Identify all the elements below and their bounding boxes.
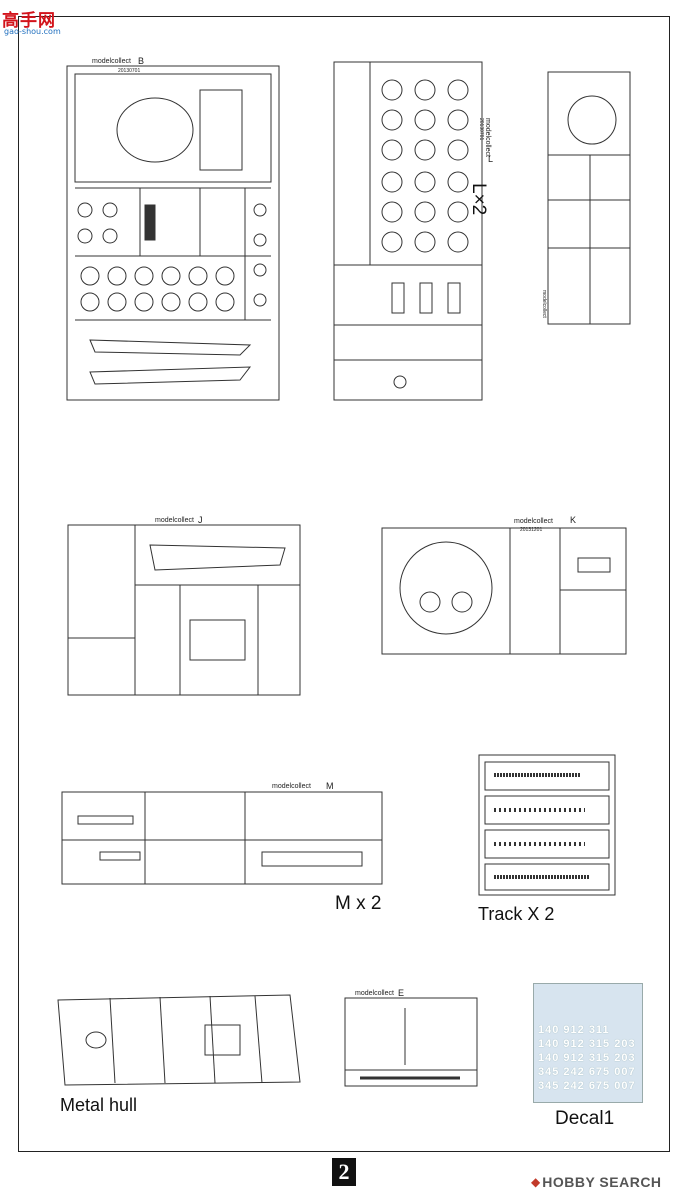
decal-row: 140 912 315 203 [538, 1052, 636, 1064]
sprue-k-letter: K [570, 515, 576, 525]
sprue-l-brand: modelcollect [484, 118, 491, 157]
sprue-m-letter: M [326, 781, 334, 791]
sprue-m-brand: modelcollect [272, 783, 311, 790]
hobby-search-logo: ◆ HOBBY SEARCH [531, 1173, 662, 1191]
decal-row: 140 912 315 203 [538, 1038, 636, 1050]
page-number: 2 [332, 1158, 356, 1186]
sprue-b-letter: B [138, 56, 144, 66]
page-frame [18, 16, 670, 1152]
watermark-subtitle: gao-shou.com [4, 27, 61, 36]
sprue-k-brand: modelcollect [514, 518, 553, 525]
sprue-j-frame [67, 524, 301, 696]
sprue-small-brand: modelcollect [541, 290, 547, 318]
sprue-j-brand: modelcollect [155, 517, 194, 524]
decal-label: Decal1 [555, 1108, 615, 1129]
watermark-title: 高手网 [2, 11, 56, 31]
sprue-j-letter: J [198, 515, 203, 525]
decal-row: 140 912 311 [538, 1024, 610, 1036]
metal-hull-label: Metal hull [60, 1095, 138, 1115]
decal-row: 345 242 675 007 [538, 1080, 636, 1092]
sprue-l-letter: L [488, 154, 493, 164]
hobby-search-mark-icon: ◆ [531, 1175, 541, 1189]
sprue-b-code: 20130701 [118, 68, 140, 74]
hobby-search-text: HOBBY SEARCH [542, 1174, 662, 1190]
sprue-l-frame [333, 61, 483, 401]
sprue-l-wheels [381, 79, 469, 253]
sprue-b-road-wheels [77, 202, 267, 312]
metal-hull-drawing [57, 994, 301, 1086]
track-quantity-label: Track X 2 [478, 904, 555, 924]
sprue-small-frame [547, 71, 631, 325]
sprue-b-brand: modelcollect [92, 58, 131, 65]
track-sprue-frame [478, 754, 616, 896]
sprue-e-letter: E [398, 988, 404, 998]
sprue-m-frame [61, 791, 383, 885]
watermark-logo: 高手网 gao-shou.com [2, 2, 72, 36]
sprue-l-code: 20130701 [478, 118, 484, 140]
sprue-k-frame [381, 527, 627, 655]
sprue-b-frame [66, 65, 280, 401]
sprue-m-quantity-label: M x 2 [335, 893, 382, 914]
sprue-l-quantity-label: L×2 [468, 183, 489, 216]
decal-row: 345 242 675 007 [538, 1066, 636, 1078]
sprue-k-code: 20131201 [520, 527, 542, 533]
decal-sheet: 140 912 311 140 912 315 203 140 912 315 … [533, 983, 643, 1103]
sprue-e-frame [344, 997, 478, 1087]
sprue-e-brand: modelcollect [355, 990, 394, 997]
